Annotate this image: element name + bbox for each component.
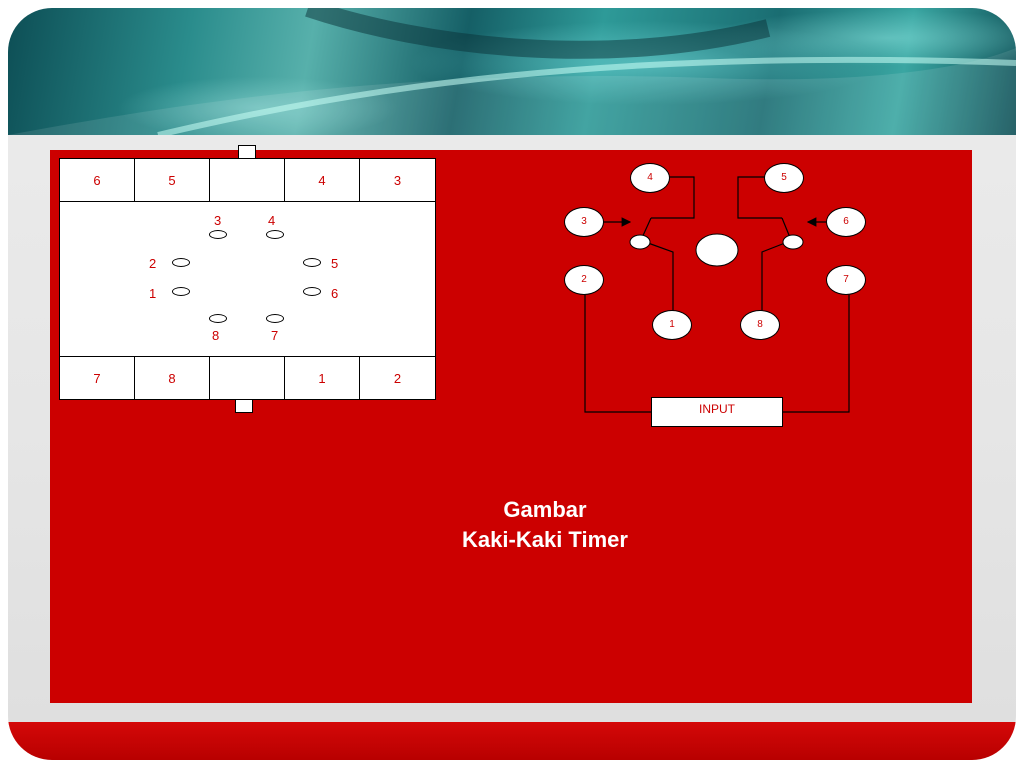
wire-5	[737, 176, 782, 219]
schematic-wiring	[584, 176, 850, 413]
socket-bottom-cell: 1	[284, 356, 360, 400]
footer-band	[8, 722, 1016, 760]
input-block: INPUT	[651, 397, 783, 427]
pin-label: 6	[331, 286, 339, 301]
socket-bottom-cell: 2	[359, 356, 436, 400]
pin-label: 8	[212, 328, 220, 343]
pin-hole	[266, 314, 284, 323]
socket-top-cell: 6	[59, 158, 135, 202]
terminal-node: 2	[564, 265, 604, 295]
coil	[695, 233, 739, 267]
diagram-caption: Gambar Kaki-Kaki Timer	[420, 495, 670, 555]
wire-7	[783, 295, 850, 413]
terminal-node: 7	[826, 265, 866, 295]
pin-hole	[172, 287, 190, 296]
pin-hole	[209, 314, 227, 323]
terminal-node: 3	[564, 207, 604, 237]
pin-hole	[303, 258, 321, 267]
socket-top-cell: 4	[284, 158, 360, 202]
pin-label: 5	[331, 256, 339, 271]
socket-bottom-cell	[209, 356, 285, 400]
pin-label: 2	[149, 256, 157, 271]
terminal-node: 5	[764, 163, 804, 193]
pin-hole	[266, 230, 284, 239]
pin-hole	[303, 287, 321, 296]
socket-bottom-cell: 8	[134, 356, 210, 400]
caption-line-1: Gambar	[503, 497, 587, 522]
header-banner	[8, 8, 1016, 135]
wire-1	[647, 242, 674, 312]
socket-body	[59, 201, 436, 357]
pin-hole	[209, 230, 227, 239]
socket-bottom-cell: 7	[59, 356, 135, 400]
contact-right	[782, 234, 804, 250]
wire-2	[584, 295, 651, 413]
pin-label: 7	[271, 328, 279, 343]
wire-8	[761, 242, 786, 312]
socket-bottom-tab	[235, 399, 253, 413]
pin-label: 4	[268, 213, 276, 228]
socket-top-cell	[209, 158, 285, 202]
pin-label: 3	[214, 213, 222, 228]
banner-swoosh-graphic	[8, 8, 1016, 135]
socket-top-cell: 5	[134, 158, 210, 202]
terminal-node: 8	[740, 310, 780, 340]
caption-line-2: Kaki-Kaki Timer	[462, 527, 628, 552]
socket-top-tab	[238, 145, 256, 159]
contact-left	[629, 234, 651, 250]
wire-4	[651, 176, 695, 219]
pin-label: 1	[149, 286, 157, 301]
terminal-node: 4	[630, 163, 670, 193]
pin-hole	[172, 258, 190, 267]
terminal-node: 1	[652, 310, 692, 340]
timer-schematic: 4 5 3 6 2 7 1 8 INPUT	[560, 155, 880, 435]
socket-top-cell: 3	[359, 158, 436, 202]
timer-socket-diagram: 6 5 4 3 3 4 2 5 1 6 8 7 7 8 1 2	[59, 143, 439, 415]
terminal-node: 6	[826, 207, 866, 237]
